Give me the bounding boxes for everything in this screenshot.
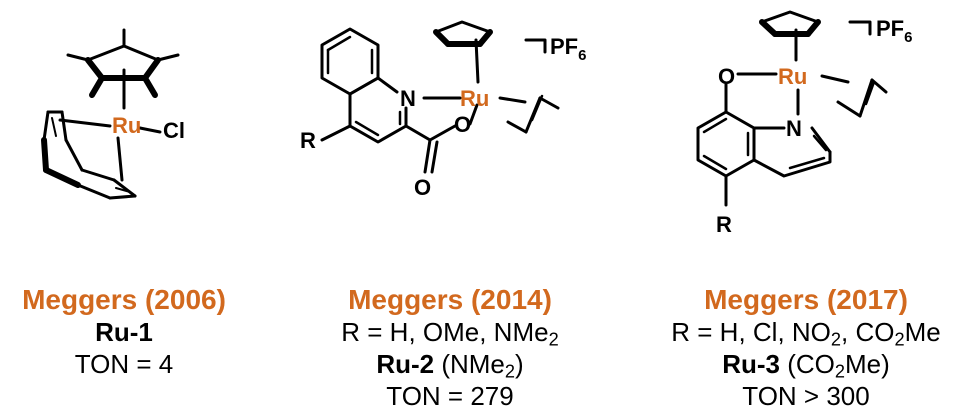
ru3-caption-name: Ru-3 (CO2Me): [722, 349, 890, 382]
ru2-caption-ton: TON = 279: [386, 381, 514, 411]
ru2-caption-title: Meggers (2014): [348, 284, 552, 315]
ru2-o-atom: O: [454, 112, 471, 137]
ru3-caption-ton: TON > 300: [742, 381, 870, 411]
ru2-counterion: PF6: [550, 34, 586, 64]
ru3-o-atom: O: [718, 64, 735, 89]
ru3-ru-atom: Ru: [778, 64, 807, 89]
ru2-carbonyl-o-atom: O: [414, 175, 431, 200]
ru3-allyl: [836, 78, 888, 118]
ru2-ru-atom: Ru: [460, 86, 489, 111]
ru1-ru-atom: Ru: [112, 113, 141, 138]
ru1-caption-title: Meggers (2006): [22, 284, 226, 315]
ru1-structure: [41, 28, 180, 200]
ru2-caption-r-groups: R = H, OMe, NMe2: [341, 317, 559, 350]
ru2-r-group: R: [300, 128, 316, 153]
ru1-cod-ring: [41, 110, 137, 200]
ru1-caption-name: Ru-1: [95, 317, 153, 347]
ru2-caption-name: Ru-2 (NMe2): [376, 349, 524, 382]
ru3-r-group: R: [716, 212, 732, 237]
ru3-structure: [696, 10, 888, 207]
ru1-cl-atom: Cl: [163, 118, 185, 143]
ru2-allyl: [506, 94, 560, 134]
ru1-caption-ton: TON = 4: [74, 349, 174, 379]
ru3-caption-r-groups: R = H, Cl, NO2, CO2Me: [671, 317, 941, 350]
ru3-n-atom: N: [786, 116, 802, 141]
ru2-structure: [320, 20, 560, 174]
ru2-caption: Meggers (2014) R = H, OMe, NMe2 Ru-2 (NM…: [290, 284, 610, 412]
ru3-counterion: PF6: [876, 16, 912, 46]
ru1-caption: Meggers (2006) Ru-1 TON = 4: [0, 284, 284, 380]
ru3-caption-title: Meggers (2017): [704, 284, 908, 315]
ru3-phenol-ring: [696, 110, 756, 178]
ru2-n-atom: N: [400, 86, 416, 111]
ru3-caption: Meggers (2017) R = H, Cl, NO2, CO2Me Ru-…: [632, 284, 980, 412]
